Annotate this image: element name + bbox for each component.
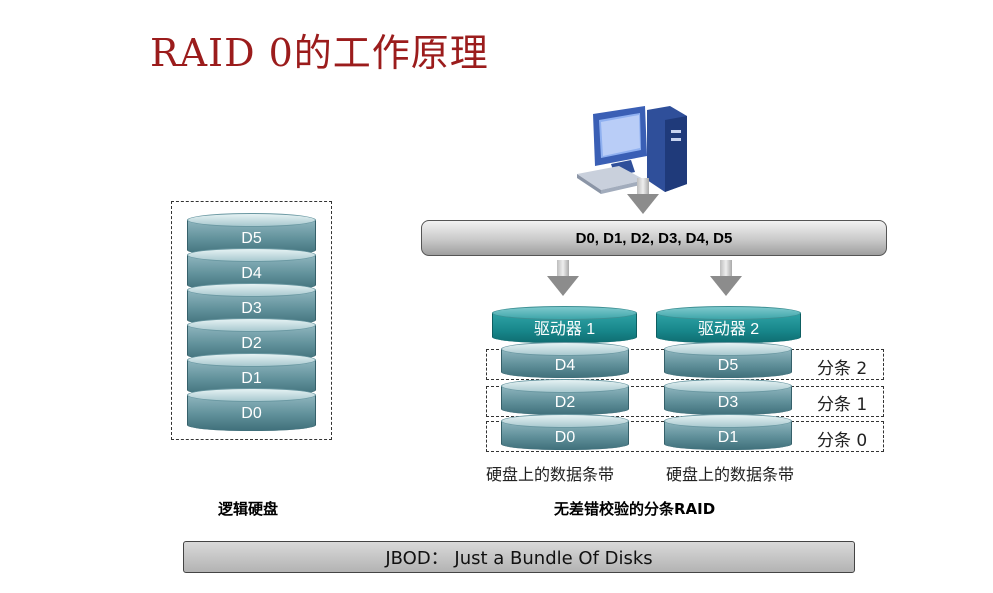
logical-disk-segment: D3	[187, 283, 316, 326]
jbod-banner: JBOD： Just a Bundle Of Disks	[183, 541, 855, 573]
logical-disk-segment: D5	[187, 213, 316, 256]
disk-label: D0	[241, 405, 262, 422]
page-title: RAID 0的工作原理	[150, 31, 489, 75]
disk-label: D3	[241, 300, 262, 317]
drive-1-stripe: D0	[501, 414, 629, 450]
disk-label: D2	[554, 394, 576, 411]
drive-label: 驱动器 1	[533, 321, 596, 338]
drive-1-header: 驱动器 1	[492, 306, 637, 343]
logical-disk-caption: 逻辑硬盘	[218, 500, 279, 518]
raid-caption: 无差错校验的分条RAID	[554, 500, 716, 518]
down-arrow-icon	[627, 178, 659, 216]
drive-1-stripe: D4	[501, 342, 629, 378]
drive-2-stripe: D5	[664, 342, 792, 378]
logical-disk-segment: D2	[187, 318, 316, 361]
drive-2-stripe: D3	[664, 379, 792, 415]
disk-label: D5	[241, 230, 262, 247]
disk-label: D1	[241, 370, 262, 387]
logical-disk-segment: D0	[187, 388, 316, 431]
drive-2-caption: 硬盘上的数据条带	[666, 465, 795, 484]
data-bus-bar: D0, D1, D2, D3, D4, D5	[421, 220, 887, 256]
disk-label: D0	[554, 429, 576, 446]
down-arrow-icon	[547, 260, 579, 298]
drive-2-header: 驱动器 2	[656, 306, 801, 343]
logical-disk-box	[171, 201, 332, 440]
logical-disk-segment: D1	[187, 353, 316, 396]
drive-label: 驱动器 2	[697, 321, 760, 338]
disk-label: D3	[717, 394, 739, 411]
stripe-label: 分条 1	[817, 395, 868, 415]
drive-2-stripe: D1	[664, 414, 792, 450]
disk-label: D2	[241, 335, 262, 352]
down-arrow-icon	[710, 260, 742, 298]
disk-label: D4	[554, 357, 576, 374]
stripe-label: 分条 2	[817, 359, 868, 379]
disk-label: D1	[717, 429, 739, 446]
stripe-label: 分条 0	[817, 431, 868, 451]
disk-label: D4	[241, 265, 262, 282]
drive-1-caption: 硬盘上的数据条带	[486, 465, 615, 484]
computer-icon	[575, 100, 695, 200]
drive-1-stripe: D2	[501, 379, 629, 415]
disk-label: D5	[717, 357, 739, 374]
logical-disk-segment: D4	[187, 248, 316, 291]
